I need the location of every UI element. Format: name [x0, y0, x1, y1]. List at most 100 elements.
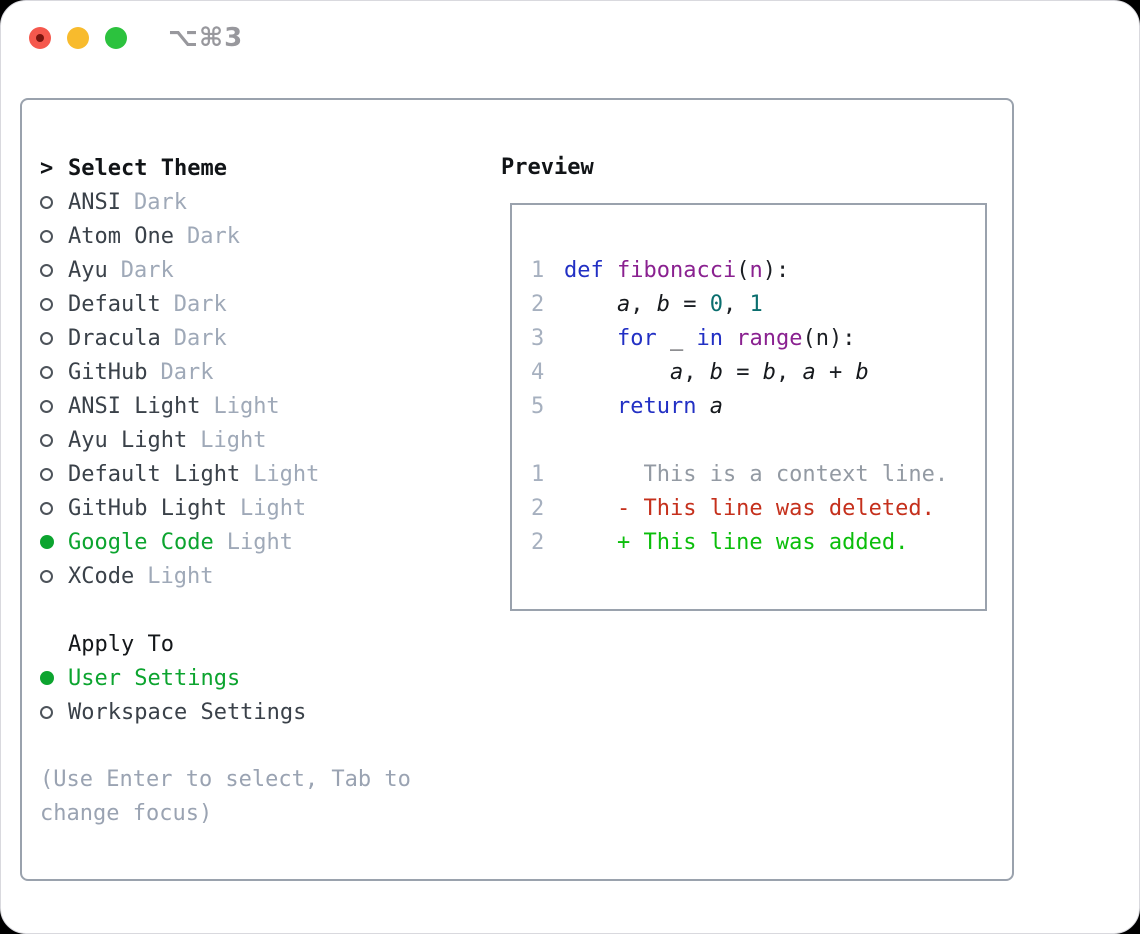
titlebar: ⌥⌘3: [1, 1, 1139, 71]
theme-variant-label: Dark: [133, 189, 187, 215]
token-kw: for: [616, 326, 657, 351]
theme-option[interactable]: ANSI Dark: [40, 185, 480, 219]
option-label: ANSI Light: [68, 393, 201, 419]
option-label: GitHub Light: [68, 495, 227, 521]
radio-icon: [40, 365, 53, 379]
theme-variant-label: Light: [253, 461, 320, 487]
diff-line-ctx: 1 This is a context line.: [531, 458, 985, 492]
line-content: for _ in range(n):: [564, 322, 855, 356]
line-number: 5: [531, 394, 545, 419]
close-button[interactable]: [29, 27, 51, 49]
apply-to-title: Apply To: [68, 631, 174, 657]
token-va: b: [762, 360, 776, 385]
radio-icon: [40, 399, 53, 413]
diff-line-add: 2 + This line was added.: [531, 526, 985, 560]
option-label: Default Light: [68, 461, 241, 487]
theme-option[interactable]: Ayu Dark: [40, 253, 480, 287]
cursor-icon: >: [40, 155, 54, 181]
line-content: a, b = b, a + b: [564, 356, 869, 390]
token-pl: +: [815, 360, 856, 385]
line-content: def fibonacci(n):: [564, 254, 789, 288]
line-number: 4: [531, 360, 545, 385]
token-pl: _: [656, 326, 697, 351]
line-number: 1: [531, 258, 545, 283]
theme-option[interactable]: GitHub Light Light: [40, 491, 480, 525]
theme-option[interactable]: Ayu Light Light: [40, 423, 480, 457]
theme-option[interactable]: ANSI Light Light: [40, 389, 480, 423]
radio-icon: [40, 705, 53, 719]
keyboard-hint: (Use Enter to select, Tab to change focu…: [40, 767, 411, 826]
code-line: 5 return a: [531, 390, 985, 424]
option-label: Google Code: [68, 529, 214, 555]
token-fn: range: [736, 326, 803, 351]
select-theme-title: Select Theme: [68, 155, 227, 181]
token-va: a: [802, 360, 816, 385]
option-label: XCode: [68, 563, 135, 589]
window-title: ⌥⌘3: [168, 23, 244, 53]
theme-variant-label: Light: [213, 393, 280, 419]
token-va: a: [616, 292, 631, 317]
theme-variant-label: Light: [200, 427, 267, 453]
token-va: b: [709, 360, 723, 385]
token-pl: (n):: [802, 326, 856, 351]
theme-variant-label: Dark: [186, 223, 240, 249]
radio-selected-icon: [40, 671, 54, 685]
code-line: 2 a, b = 0, 1: [531, 288, 985, 322]
line-content: a, b = 0, 1: [564, 288, 763, 322]
apply-to-option[interactable]: Workspace Settings: [40, 695, 480, 729]
preview-title: Preview: [501, 155, 594, 180]
theme-variant-label: Light: [226, 529, 293, 555]
option-label: Workspace Settings: [68, 699, 307, 725]
option-label: Ayu Light: [68, 427, 188, 453]
theme-variant-label: Light: [239, 495, 307, 521]
theme-option[interactable]: Default Light Light: [40, 457, 480, 491]
option-label: GitHub: [68, 359, 148, 385]
option-label: Atom One: [68, 223, 174, 249]
line-content: + This line was added.: [564, 530, 909, 555]
token-pl: [564, 292, 617, 317]
code-line: 1 def fibonacci(n):: [531, 254, 985, 288]
minimize-button[interactable]: [67, 27, 89, 49]
zoom-button[interactable]: [105, 27, 127, 49]
token-pl: [564, 394, 617, 419]
radio-icon: [40, 297, 53, 311]
token-va: b: [656, 292, 670, 317]
option-label: ANSI: [68, 189, 121, 215]
token-va: a: [669, 360, 684, 385]
token-pl: [564, 360, 670, 385]
token-pl: ,: [722, 292, 750, 317]
radio-icon: [40, 569, 53, 583]
token-kw: return: [616, 394, 697, 419]
radio-selected-icon: [40, 535, 54, 549]
code-line: 4 a, b = b, a + b: [531, 356, 985, 390]
token-pl: =: [669, 292, 710, 317]
radio-icon: [40, 263, 53, 277]
option-label: Default: [68, 291, 161, 317]
select-theme-header: > Select Theme: [40, 151, 480, 185]
option-label: Ayu: [68, 257, 108, 283]
token-pl: ,: [683, 360, 710, 385]
token-pl: [564, 326, 617, 351]
token-va: b: [855, 360, 869, 385]
line-content: - This line was deleted.: [564, 496, 935, 521]
token-kw: def: [564, 258, 604, 283]
radio-icon: [40, 229, 53, 243]
theme-option[interactable]: Atom One Dark: [40, 219, 480, 253]
line-number: 2: [531, 292, 545, 317]
line-number: 2: [531, 496, 545, 521]
theme-option[interactable]: Google Code Light: [40, 525, 480, 559]
theme-variant-label: Dark: [120, 257, 174, 283]
diff-line-del: 2 - This line was deleted.: [531, 492, 985, 526]
apply-to-option[interactable]: User Settings: [40, 661, 480, 695]
radio-icon: [40, 195, 53, 209]
